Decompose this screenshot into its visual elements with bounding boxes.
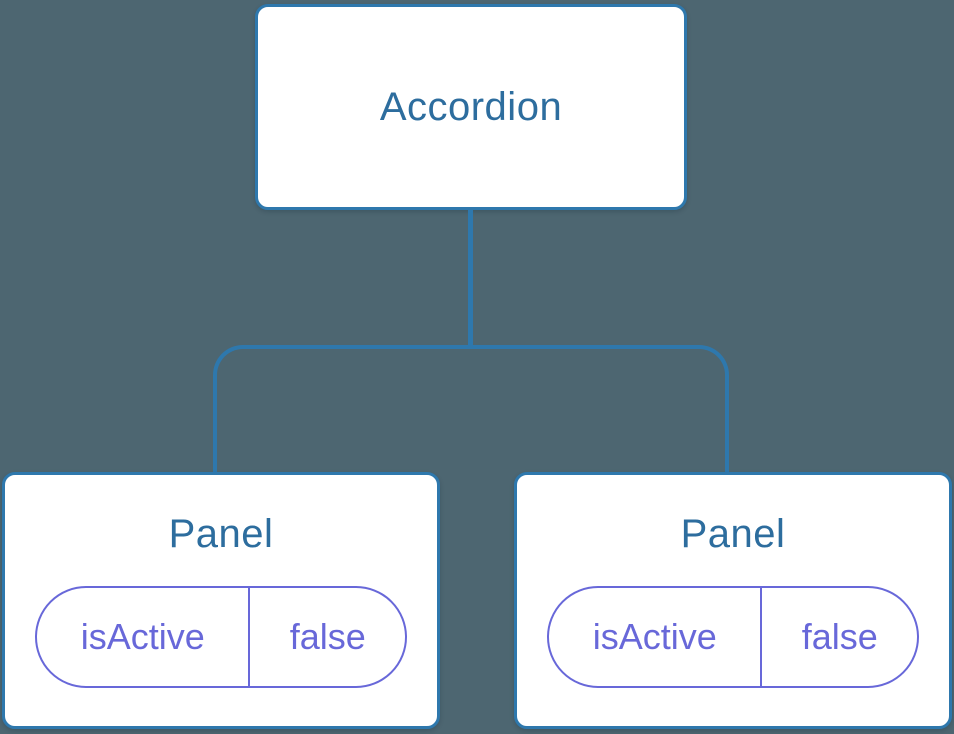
tree-node-accordion: Accordion: [255, 4, 687, 210]
state-value: false: [801, 615, 878, 657]
state-pill: isActive false: [547, 585, 919, 688]
state-key: isActive: [37, 587, 251, 686]
connector-bracket: [213, 345, 729, 472]
state-value: false: [289, 615, 366, 657]
state-key: isActive: [549, 587, 763, 686]
panel-node-label: Panel: [680, 511, 786, 556]
tree-node-panel-right: Panel isActive false: [514, 472, 952, 729]
accordion-node-label: Accordion: [379, 85, 563, 129]
connector-stem: [468, 209, 473, 349]
tree-node-panel-left: Panel isActive false: [2, 472, 440, 729]
panel-node-label: Panel: [168, 511, 274, 556]
state-pill: isActive false: [35, 585, 407, 688]
